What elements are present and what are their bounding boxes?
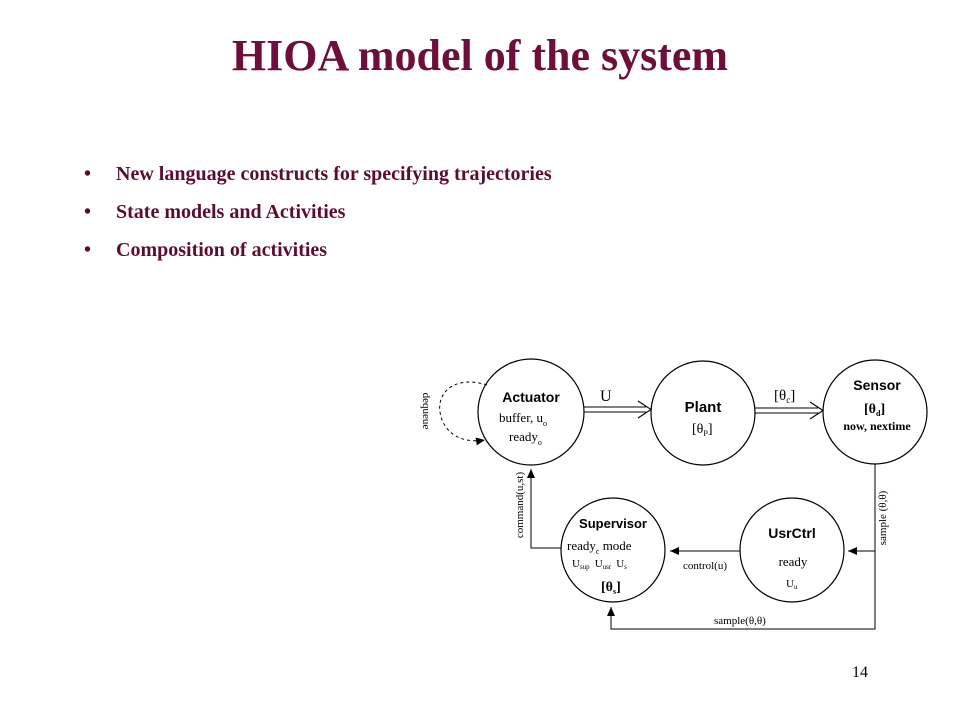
edge-label-u: U bbox=[600, 388, 612, 405]
bullet-item: • Composition of activities bbox=[84, 231, 552, 269]
plant-state: [θP] bbox=[692, 422, 713, 438]
supervisor-ready-mode: readyc mode bbox=[567, 538, 632, 556]
actuator-buffer: buffer, uo bbox=[499, 410, 547, 428]
edge-label-dequeue: dequeue bbox=[420, 393, 432, 430]
bullet-text: State models and Activities bbox=[116, 201, 346, 223]
edge-label-theta-c: [θc] bbox=[774, 388, 795, 405]
supervisor-node bbox=[560, 497, 666, 603]
edge-sample-bottom bbox=[607, 551, 876, 630]
bullet-item: • State models and Activities bbox=[84, 193, 552, 231]
bullet-dot: • bbox=[84, 163, 92, 185]
supervisor-name: Supervisor bbox=[579, 516, 647, 531]
usrctrl-node bbox=[739, 497, 845, 603]
slide-title: HIOA model of the system bbox=[231, 31, 729, 80]
edge-plant-sensor bbox=[755, 401, 825, 420]
bullet-list: • New language constructs for specifying … bbox=[84, 155, 552, 269]
plant-name: Plant bbox=[685, 399, 722, 416]
edge-dequeue-loop bbox=[439, 381, 488, 446]
sensor-name: Sensor bbox=[853, 377, 901, 393]
bullet-item: • New language constructs for specifying … bbox=[84, 155, 552, 193]
edge-label-sample-bottom: sample(θ,θ) bbox=[714, 615, 766, 627]
bullet-text: New language constructs for specifying t… bbox=[116, 163, 552, 185]
edge-command bbox=[527, 469, 561, 549]
actuator-name: Actuator bbox=[502, 389, 560, 405]
edge-label-command: command(u,st) bbox=[514, 472, 526, 539]
actuator-ready: readyo bbox=[509, 429, 542, 447]
edge-label-sample-right: sample (θ,θ) bbox=[877, 490, 889, 545]
page-number: 14 bbox=[852, 664, 868, 681]
bullet-dot: • bbox=[84, 201, 92, 223]
edge-label-control: control(u) bbox=[683, 560, 727, 572]
usrctrl-ready: ready bbox=[779, 554, 808, 569]
usrctrl-var: Uu bbox=[786, 578, 798, 591]
edge-actuator-plant bbox=[584, 400, 653, 419]
usrctrl-name: UsrCtrl bbox=[768, 525, 815, 541]
edge-sample-right bbox=[848, 464, 876, 555]
sensor-time: now, nextime bbox=[843, 419, 911, 433]
supervisor-state: [θs] bbox=[601, 580, 621, 596]
sensor-state: [θd] bbox=[864, 402, 885, 418]
bullet-dot: • bbox=[84, 239, 92, 261]
bullet-text: Composition of activities bbox=[116, 239, 328, 261]
